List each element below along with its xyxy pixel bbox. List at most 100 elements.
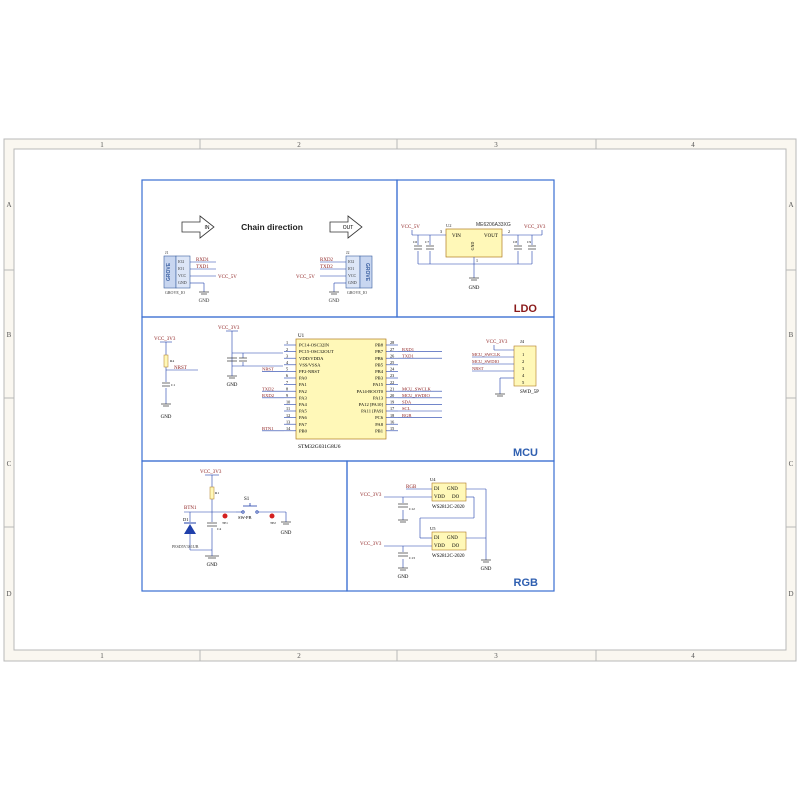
svg-text:RXD2: RXD2 — [320, 258, 334, 263]
svg-text:GND: GND — [447, 487, 458, 492]
net-label: TXD1 — [402, 353, 414, 358]
svg-text:U5: U5 — [430, 526, 436, 531]
svg-text:U2: U2 — [446, 223, 452, 228]
net-label: BTN1 — [262, 426, 274, 431]
col-label: 4 — [691, 652, 695, 660]
j2-connector: GROVE J2 IO2 IO1 VCC GND GROVE_IO RXD2 T… — [296, 250, 373, 304]
mcu-section-title: MCU — [513, 447, 538, 459]
svg-text:1: 1 — [476, 258, 478, 263]
mcu-part-label: STM32G031G8U6 — [298, 444, 341, 450]
col-label: 4 — [691, 141, 695, 149]
test-point-2-icon — [269, 513, 275, 519]
pin-number: 23 — [390, 373, 394, 378]
ldo-vout-net: VCC_3V3 — [524, 225, 546, 230]
pin-name: PF2-NRST — [299, 369, 320, 374]
svg-text:MCU_SWDIO: MCU_SWDIO — [472, 359, 500, 364]
pin-name: VSS/VSSA — [299, 362, 321, 367]
col-label: 1 — [100, 141, 104, 149]
svg-text:VCC_3V3: VCC_3V3 — [360, 493, 382, 498]
pin-name: PB5 — [375, 362, 384, 367]
pin-number: 3 — [286, 353, 288, 358]
col-label: 3 — [494, 141, 498, 149]
svg-text:R4: R4 — [170, 359, 174, 363]
net-label: MCU_SWDIO — [402, 393, 431, 398]
pin-number: 28 — [390, 340, 394, 345]
pin-number: 22 — [390, 380, 394, 385]
svg-text:J2: J2 — [346, 250, 350, 255]
pin-number: 19 — [390, 400, 394, 405]
svg-text:TP2: TP2 — [270, 521, 276, 525]
svg-text:TXD1: TXD1 — [196, 265, 209, 270]
svg-text:IO2: IO2 — [178, 259, 184, 264]
svg-text:S1: S1 — [244, 497, 250, 502]
ldo-part-label: ME6206A33XG — [476, 222, 511, 228]
pin-name: PA6 — [299, 415, 307, 420]
svg-text:VCC: VCC — [348, 273, 357, 278]
net-label: SCL — [402, 406, 411, 411]
col-label: 2 — [297, 141, 301, 149]
pin-number: 16 — [390, 419, 394, 424]
pin-number: 14 — [286, 426, 291, 431]
svg-text:VCC_3V3: VCC_3V3 — [218, 326, 240, 331]
pin-number: 20 — [390, 393, 394, 398]
svg-text:GROVE: GROVE — [166, 262, 172, 281]
svg-text:C9: C9 — [527, 240, 531, 244]
svg-text:VCC_3V3: VCC_3V3 — [360, 542, 382, 547]
frame-ticks — [4, 139, 796, 661]
net-label: RGB — [402, 413, 411, 418]
pin-name: PB7 — [375, 349, 384, 354]
svg-text:GROVE_IO: GROVE_IO — [165, 290, 185, 295]
svg-text:VCC_3V3: VCC_3V3 — [486, 340, 508, 345]
in-arrow-label: IN — [205, 225, 210, 231]
pin-name: PC15-OSC32OUT — [299, 349, 334, 354]
push-button-icon — [241, 503, 259, 514]
svg-text:DI: DI — [434, 487, 440, 492]
svg-text:C4: C4 — [217, 527, 221, 531]
row-label: C — [789, 460, 794, 468]
reset-circuit: VCC_3V3 R4 C1 NRST GND — [154, 337, 198, 420]
pin-name: PA3 — [299, 395, 307, 400]
svg-text:3: 3 — [440, 229, 442, 234]
svg-text:J4: J4 — [520, 339, 525, 344]
net-label: RXD2 — [262, 393, 275, 398]
pin-number: 18 — [390, 413, 394, 418]
pin-name: PB3 — [375, 376, 384, 381]
svg-text:VCC_5V: VCC_5V — [218, 275, 237, 280]
svg-text:2: 2 — [508, 229, 510, 234]
svg-text:1: 1 — [522, 352, 524, 357]
section-box-rgb — [346, 460, 555, 592]
svg-text:GND: GND — [398, 575, 409, 580]
svg-text:VCC: VCC — [178, 273, 187, 278]
svg-text:DI: DI — [434, 536, 440, 541]
svg-text:GND: GND — [227, 383, 238, 388]
svg-text:GND: GND — [281, 531, 292, 536]
svg-text:VDD: VDD — [434, 495, 445, 500]
svg-text:R1: R1 — [215, 491, 219, 495]
pin-name: PB8 — [375, 343, 384, 348]
pin-name: PB6 — [375, 356, 384, 361]
svg-text:GROVE_IO: GROVE_IO — [347, 290, 367, 295]
svg-text:TXD2: TXD2 — [320, 265, 333, 270]
svg-text:GND: GND — [348, 280, 357, 285]
svg-text:VOUT: VOUT — [484, 234, 498, 239]
pin-name: VDD/VDDA — [299, 356, 324, 361]
chain-direction-block: IN Chain direction OUT GROVE J1 IO2 IO1 … — [163, 215, 373, 304]
row-label: D — [788, 590, 793, 598]
rgb-block: RGB U4 DI GND VDD DO WS2812C-2020 U5 DI … — [360, 477, 492, 580]
tvs-diode-icon — [184, 524, 196, 534]
svg-text:4: 4 — [522, 373, 525, 378]
svg-text:SW-PB: SW-PB — [238, 515, 252, 520]
